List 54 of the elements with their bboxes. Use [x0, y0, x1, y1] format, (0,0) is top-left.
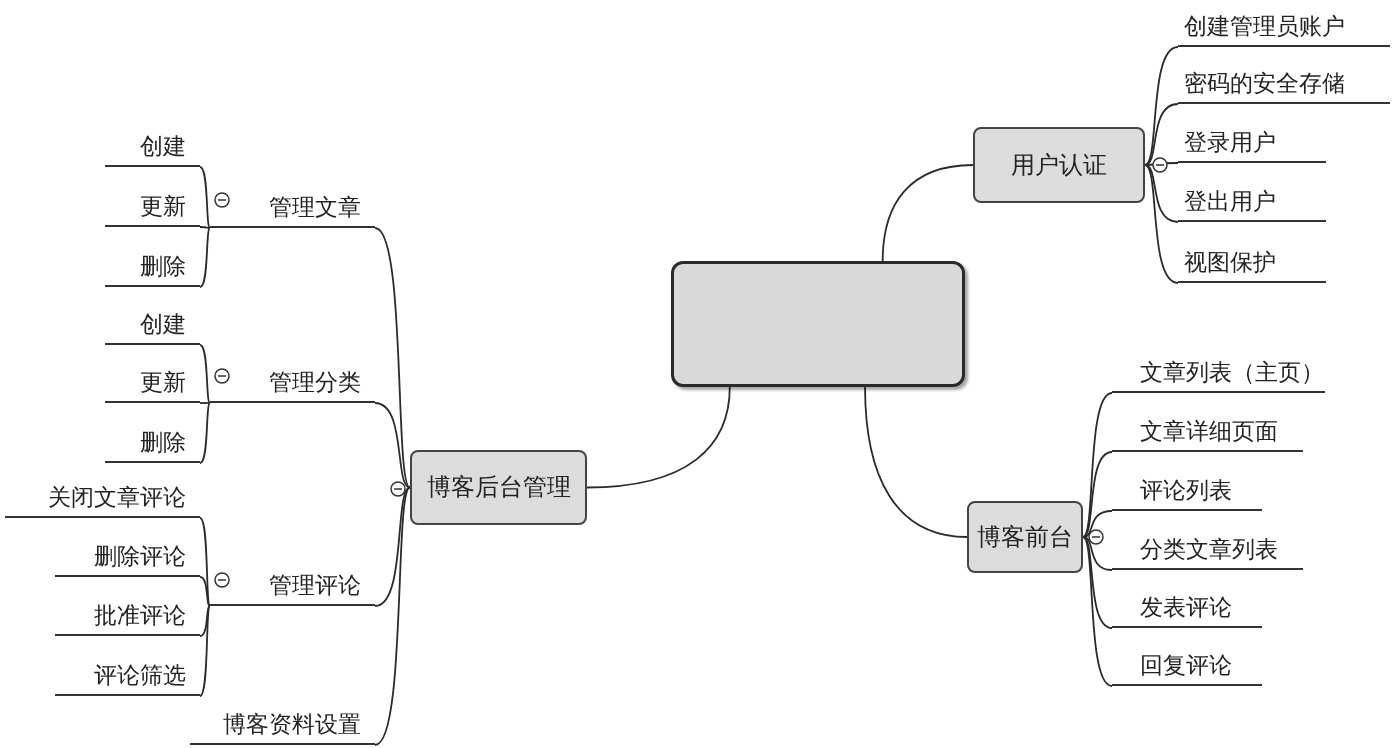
branch-line [374, 486, 411, 746]
subtopic: 关闭文章评论 [5, 478, 200, 518]
branch-line [586, 386, 731, 489]
branch-line [199, 605, 211, 697]
branch-line [1144, 103, 1179, 166]
topic-text: 博客后台管理 [426, 474, 571, 501]
subtopic: 更新 [105, 187, 200, 227]
branch-line [199, 344, 211, 404]
subtopic: 回复评论 [1112, 646, 1262, 686]
subtopic: 删除 [105, 423, 200, 463]
branch-line [374, 227, 411, 489]
topic-box [973, 127, 1145, 203]
branch-line [864, 386, 968, 538]
subtopic: 删除 [105, 247, 200, 287]
subtopic: 博客资料设置 [190, 707, 375, 745]
subtopic: 视图保护 [1178, 243, 1326, 283]
branch-line [1144, 46, 1179, 166]
subtopic: 登出用户 [1178, 182, 1326, 222]
subtopic: 创建 [105, 127, 200, 167]
branch-line [1082, 536, 1113, 629]
subtopic: 评论列表 [1112, 471, 1262, 511]
subtopic: 发表评论 [1112, 588, 1262, 628]
branch-line [199, 517, 211, 607]
branch-line [199, 166, 211, 229]
subtopic: 删除评论 [55, 537, 200, 577]
subtopic: 评论筛选 [55, 656, 200, 696]
topic-box [410, 450, 587, 525]
branch-line [199, 402, 211, 404]
branch-line [1082, 536, 1113, 687]
topic-box [967, 501, 1083, 573]
central-topic-box [671, 261, 965, 387]
branch-line [199, 576, 211, 607]
branch-line [199, 226, 211, 229]
topic-text: 博客前台 [977, 523, 1073, 551]
branch-line [1144, 164, 1179, 284]
subtopic: 密码的安全存储 [1178, 64, 1390, 104]
branch-line [374, 486, 411, 607]
subtopic: 创建管理员账户 [1178, 7, 1390, 47]
branch-line [199, 402, 211, 464]
branch-line [881, 164, 974, 262]
topic-text: 用户认证 [1011, 151, 1107, 179]
subtopic: 文章详细页面 [1112, 412, 1303, 452]
subtopic: 更新 [105, 363, 200, 403]
subtopic: 分类文章列表 [1112, 530, 1303, 570]
branch-line [199, 227, 211, 288]
subtopic: 文章列表（主页） [1112, 353, 1325, 393]
branch-line [1082, 510, 1113, 538]
branch-line [1082, 536, 1113, 571]
subtopic: 创建 [105, 305, 200, 345]
subtopic: 登录用户 [1178, 123, 1326, 163]
branch-line [374, 402, 411, 489]
branch-line [1144, 164, 1179, 223]
subtopic: 批准评论 [55, 596, 200, 636]
branch-line [199, 605, 211, 637]
